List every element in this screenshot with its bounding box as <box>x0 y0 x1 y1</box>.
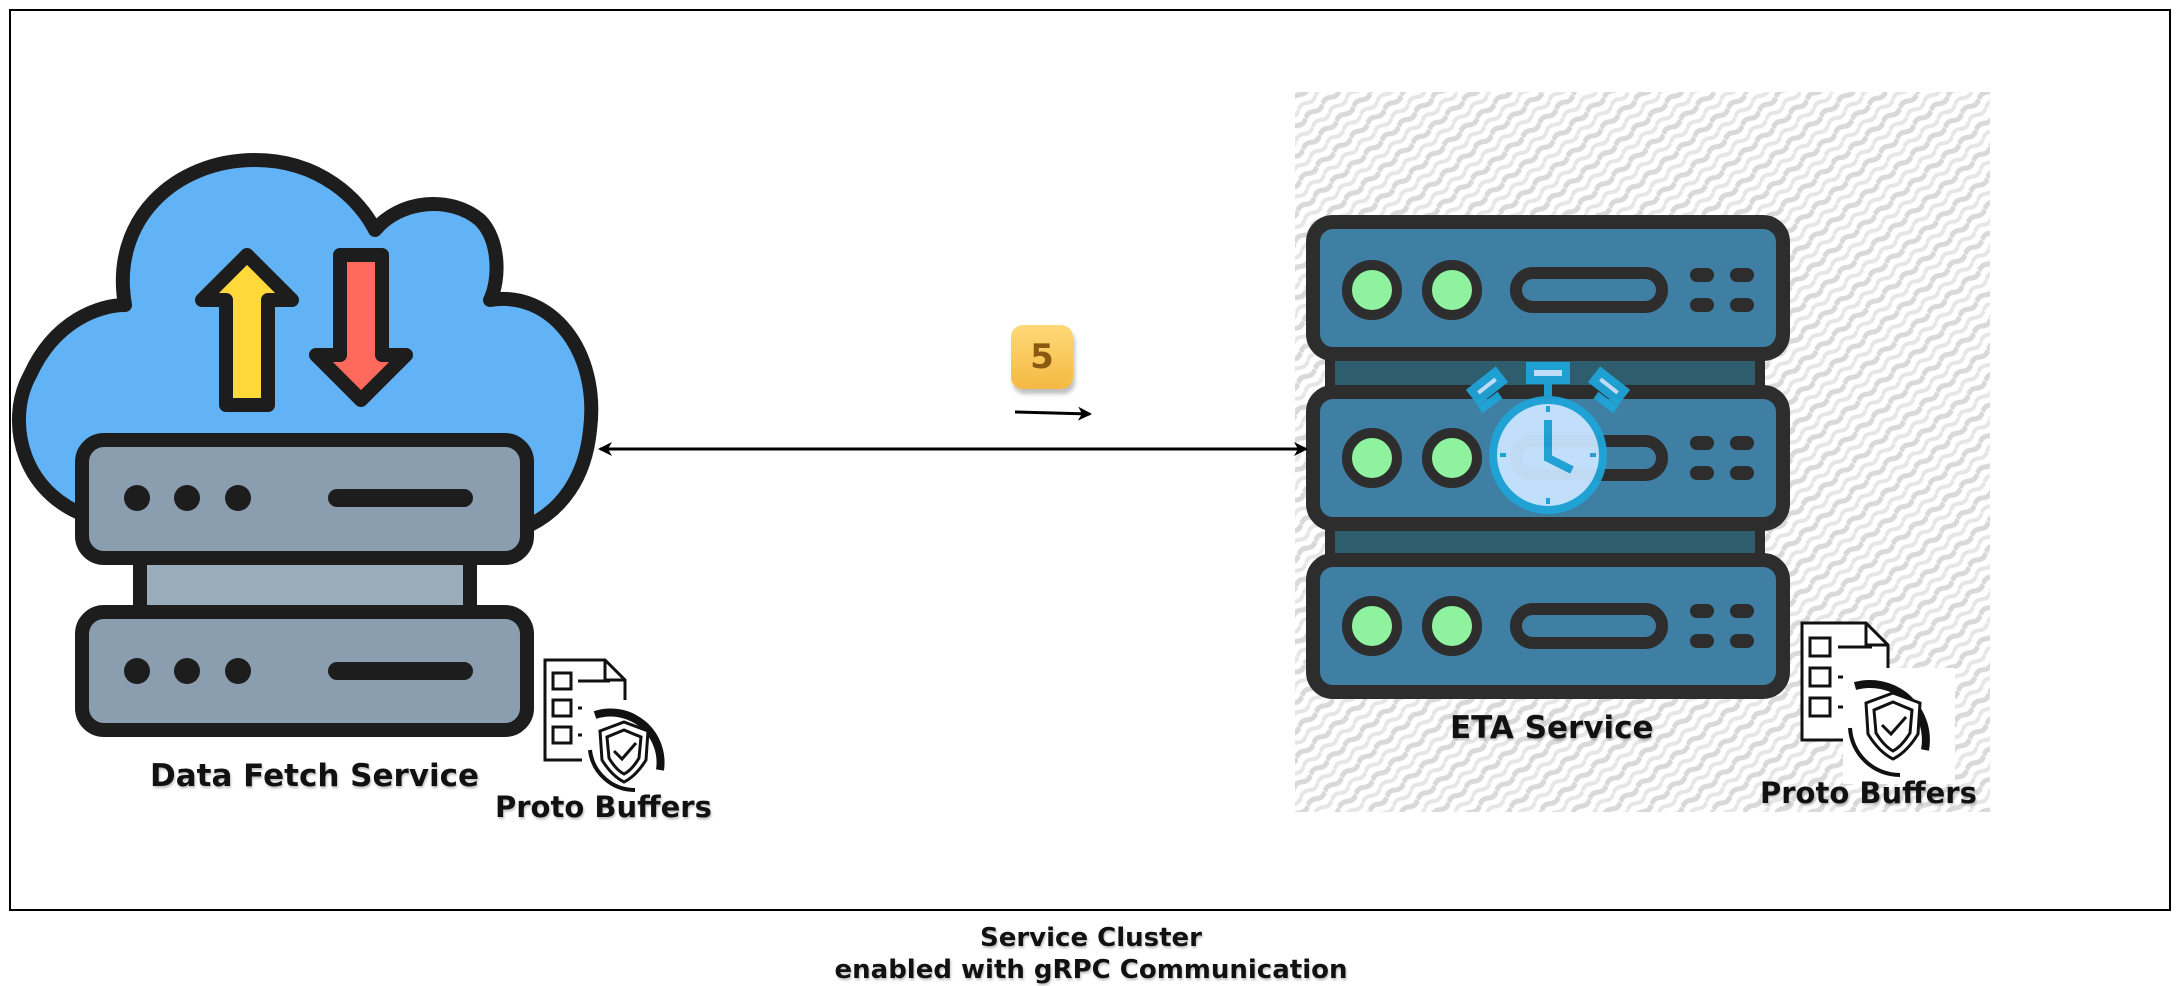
eta-service-icon <box>1306 215 1790 699</box>
down-arrow-icon <box>309 248 413 407</box>
data-fetch-service-label: Data Fetch Service <box>150 758 480 794</box>
rack-unit-1 <box>1306 215 1790 361</box>
up-arrow-icon <box>195 248 299 412</box>
cluster-caption: Service Cluster enabled with gRPC Commun… <box>0 922 2182 986</box>
server-unit-bottom <box>75 605 534 737</box>
server-unit-top <box>75 433 534 565</box>
eta-service-label: ETA Service <box>1450 710 1654 746</box>
direction-arrow <box>1014 406 1092 421</box>
cluster-caption-subtitle: enabled with gRPC Communication <box>834 955 1348 985</box>
data-fetch-server-details <box>124 485 473 684</box>
rack-vents <box>1690 268 1754 648</box>
rack-unit-3 <box>1306 553 1790 699</box>
proto-buffers-icon-2 <box>1800 621 1955 784</box>
proto-buffers-icon-1 <box>543 658 676 800</box>
proto-buffers-label-1: Proto Buffers <box>495 790 712 824</box>
proto-buffers-label-2: Proto Buffers <box>1760 776 1977 810</box>
cluster-caption-title: Service Cluster <box>979 923 1202 953</box>
stopwatch-icon <box>1465 362 1631 514</box>
rack-leds <box>1342 260 1482 656</box>
cluster-boundary <box>9 9 2171 911</box>
step-badge: 5 <box>1011 325 1073 389</box>
data-fetch-service-icon <box>12 153 599 737</box>
